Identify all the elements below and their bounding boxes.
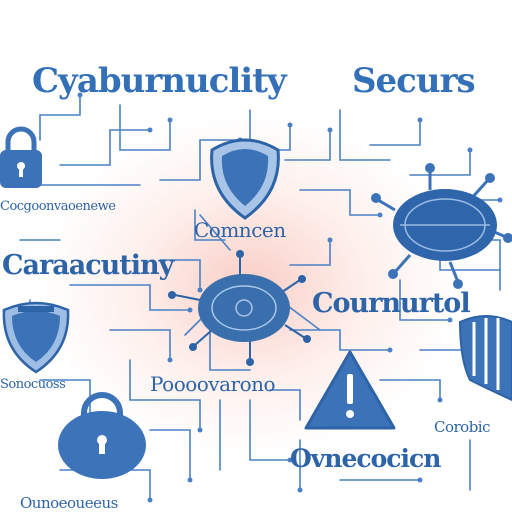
bottom-left-caption: Sonocuoss [0,377,66,392]
bottom-heading: Ovnecocicn [290,444,441,473]
right-small-caption: Corobic [434,418,491,436]
left-heading: Caraacutiny [2,250,174,281]
top-left-caption: Cocgoonvaoenewe [0,199,116,214]
title-right: Securs [352,61,476,101]
footer-caption: Ounoeoueeus [20,494,118,512]
title-left: Cyaburnuclity [32,61,287,101]
center-caption: Comncen [194,218,286,242]
lower-center-caption: Poooovarono [150,372,276,396]
right-heading: Cournurtol [312,288,471,319]
